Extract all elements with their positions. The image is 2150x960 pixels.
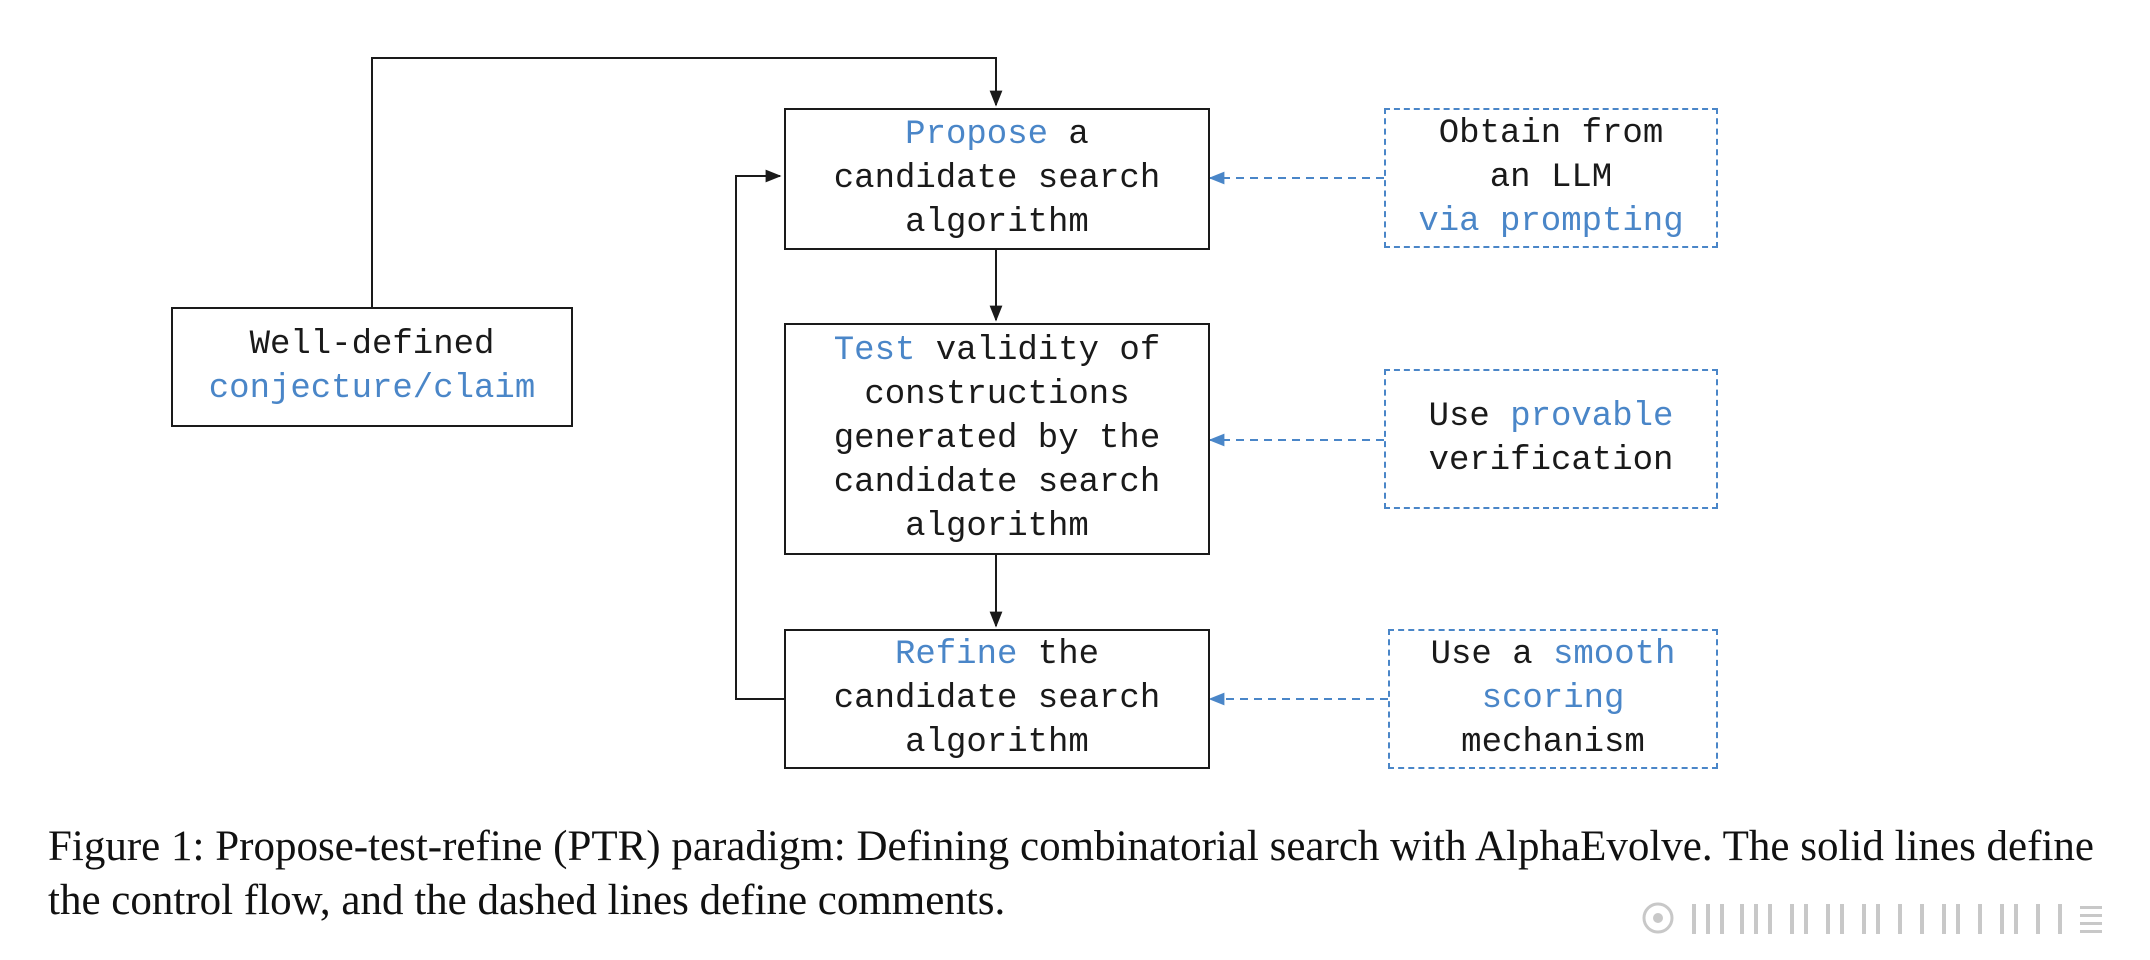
connector-layer [371,57,1388,706]
claim-node: Well-defined conjecture/claim [171,307,573,427]
test-line-3: generated by the [833,420,1161,458]
refine-keyword: Refine [894,636,1018,674]
score-comment-prefix: Use a [1430,636,1553,674]
test-line-1-rest: validity of [915,332,1161,370]
propose-line-2: candidate search [833,160,1161,198]
llm-comment-node: Obtain from an LLM via prompting [1384,108,1718,248]
test-node: Test validity of constructions generated… [784,323,1210,555]
propose-node: Propose a candidate search algorithm [784,108,1210,250]
score-comment-node: Use a smooth scoring mechanism [1388,629,1718,769]
propose-keyword: Propose [905,116,1048,154]
refine-node: Refine the candidate search algorithm [784,629,1210,769]
refine-line-3: algorithm [905,724,1089,762]
weibo-logo-icon [1642,902,2102,934]
claim-to-propose-arrow [371,57,1003,307]
refine-to-propose-arrow [735,169,784,700]
claim-line-1: Well-defined [249,326,495,364]
verify-comment-prefix: Use [1428,398,1511,436]
verify-comment-keyword: provable [1510,398,1674,436]
llm-comment-line-1: Obtain from [1438,115,1664,153]
ptr-diagram: Well-defined conjecture/claim Propose a … [171,57,1718,769]
refine-line-1-rest: the [1017,636,1100,674]
test-line-2: constructions [864,376,1130,414]
test-line-4: candidate search [833,464,1161,502]
test-keyword: Test [833,332,916,370]
score-comment-line-3: mechanism [1461,724,1645,762]
propose-line-3: algorithm [905,204,1089,242]
figure-caption: Figure 1: Propose-test-refine (PTR) para… [48,823,2094,924]
score-comment-keyword: smooth [1553,636,1676,674]
test-line-5: algorithm [905,508,1089,546]
claim-line-2: conjecture/claim [208,370,536,408]
verify-comment-line-2: verification [1428,442,1674,480]
score-comment-line-2: scoring [1481,680,1625,718]
propose-line-1-rest: a [1048,116,1089,154]
llm-comment-line-2: an LLM [1489,159,1613,197]
verify-comment-node: Use provable verification [1384,369,1718,509]
refine-line-2: candidate search [833,680,1161,718]
llm-comment-line-3: via prompting [1418,203,1684,241]
